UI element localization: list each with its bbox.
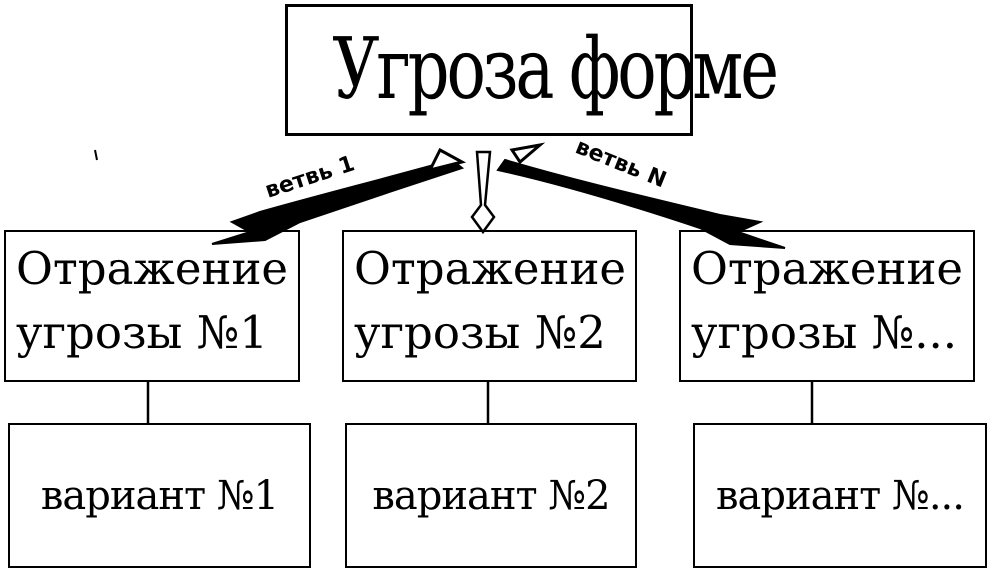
branch-1-arrow-fin [427,147,467,173]
response-3-line1: Отражение [691,242,964,295]
response-1-line1: Отражение [16,242,289,295]
variant-1-label: вариант №1 [40,473,279,519]
variant-2-label: вариант №2 [372,473,610,519]
variant-box-2: вариант №2 [345,423,637,568]
response-box-2: Отражение угрозы №2 [342,230,637,382]
response-1-line2: угрозы №1 [16,306,268,359]
variant-box-1: вариант №1 [8,423,311,568]
variant-3-label: вариант №... [716,473,965,519]
response-box-3: Отражение угрозы №... [679,230,975,382]
middle-arrow [470,150,496,235]
stray-tick [94,149,98,161]
threat-title-box: Угроза форме [285,4,779,136]
variant-box-3: вариант №... [693,423,987,568]
branch-n-arrow-fin [509,142,546,165]
response-2-line1: Отражение [354,242,627,295]
threat-title: Угроза форме [332,20,779,118]
branch-n-label: ветвь N [572,134,670,193]
response-3-line2: угрозы №... [691,306,958,359]
response-2-line2: угрозы №2 [354,306,606,359]
response-box-1: Отражение угрозы №1 [4,230,300,382]
branch-1-label: ветвь 1 [262,151,358,203]
